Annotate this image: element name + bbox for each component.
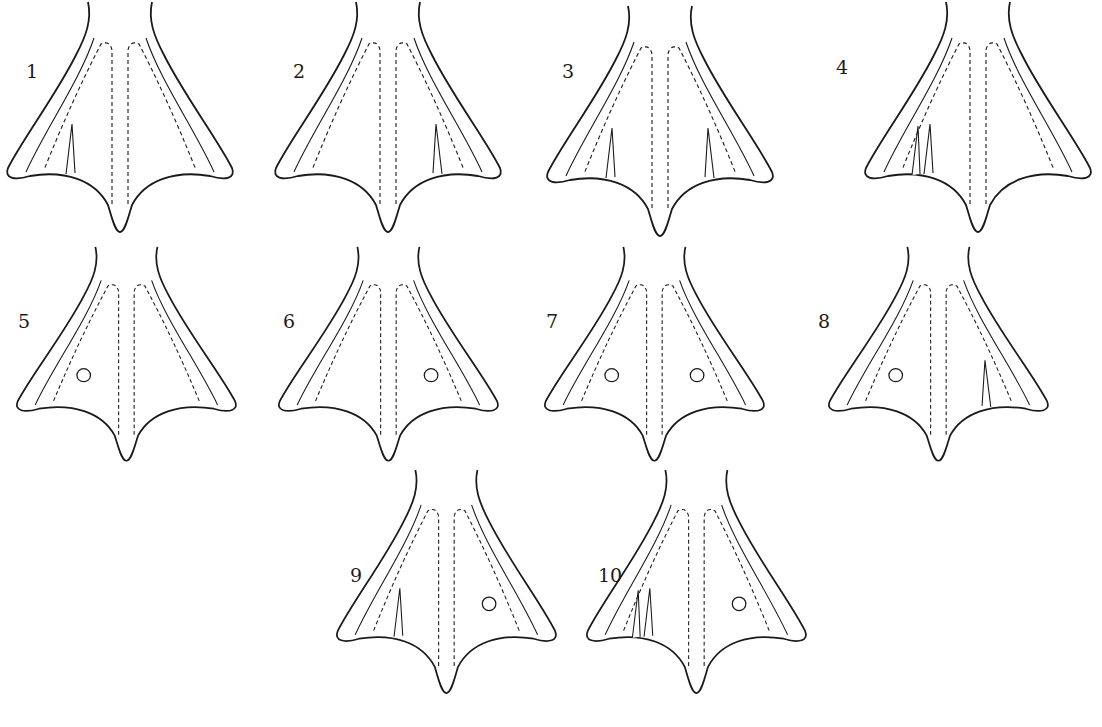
fin-figure <box>279 247 498 461</box>
callout-number: 9 <box>350 566 362 585</box>
fin-figure <box>545 247 764 461</box>
fin-figure <box>337 470 556 693</box>
callout-number: 4 <box>836 58 848 77</box>
callout-number: 10 <box>598 566 622 585</box>
fin-figure <box>547 6 773 236</box>
callout-number: 5 <box>18 312 30 331</box>
callout-number: 3 <box>562 62 574 81</box>
fin-figure <box>865 2 1091 232</box>
callout-number: 7 <box>546 312 558 331</box>
fin-figure <box>829 247 1048 461</box>
callout-number: 6 <box>283 312 295 331</box>
fin-figure <box>7 2 233 232</box>
fin-figure <box>587 470 806 693</box>
callout-number: 2 <box>293 62 305 81</box>
fin-figure <box>17 247 236 461</box>
fin-figure <box>275 2 501 232</box>
callout-number: 1 <box>26 62 38 81</box>
callout-number: 8 <box>818 312 830 331</box>
